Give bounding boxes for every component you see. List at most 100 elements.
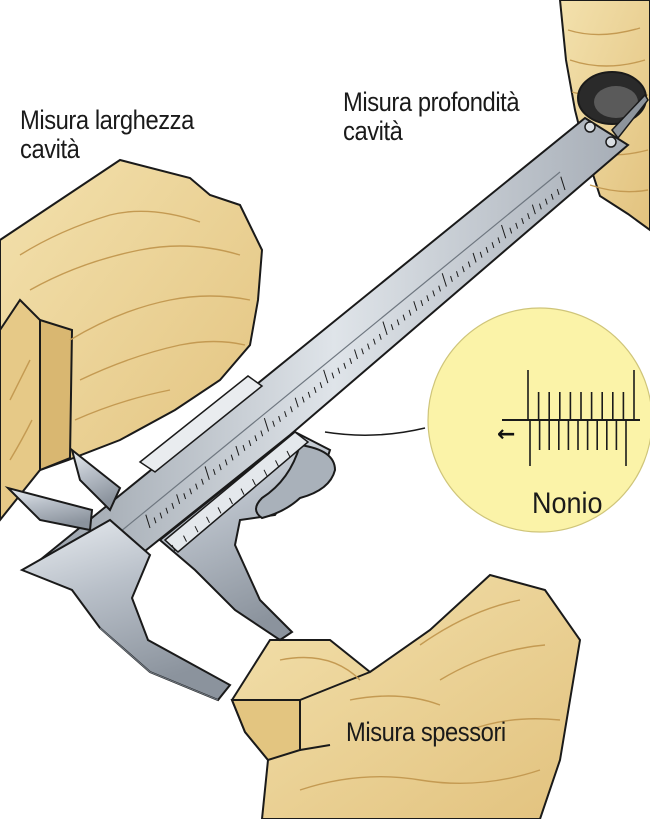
scale-tick bbox=[275, 460, 279, 467]
scale-tick bbox=[284, 411, 287, 418]
scale-tick bbox=[441, 273, 447, 287]
scale-tick bbox=[426, 295, 430, 302]
scale-tick bbox=[272, 420, 275, 427]
scale-tick bbox=[195, 483, 198, 490]
scale-tick bbox=[497, 237, 501, 244]
scale-tick bbox=[294, 397, 299, 408]
scale-tick bbox=[171, 544, 176, 552]
scale-tick bbox=[438, 285, 441, 292]
scale-tick bbox=[183, 493, 187, 500]
scale-tick bbox=[254, 435, 258, 442]
scale-tick bbox=[413, 301, 418, 311]
scale-tick bbox=[550, 193, 554, 200]
scale-tick bbox=[361, 348, 364, 355]
scale-tick bbox=[176, 494, 181, 505]
vernier-arrow-icon: ← bbox=[497, 422, 516, 447]
scale-tick bbox=[313, 386, 317, 393]
scale-tick bbox=[382, 321, 388, 336]
scale-tick bbox=[556, 188, 560, 195]
label-cavity-depth-line1: Misura profondità bbox=[343, 87, 520, 117]
scale-tick bbox=[331, 372, 335, 379]
width-wood-block bbox=[0, 158, 264, 522]
label-cavity-width-line2: cavità bbox=[20, 134, 80, 164]
scale-tick bbox=[373, 338, 376, 345]
scale-tick bbox=[539, 203, 542, 210]
scale-tick bbox=[204, 466, 210, 480]
scale-tick bbox=[390, 324, 394, 331]
vernier-scale-ticks bbox=[171, 450, 291, 552]
scale-tick bbox=[354, 349, 358, 360]
scale-tick bbox=[408, 309, 412, 316]
scale-tick bbox=[230, 454, 234, 461]
scale-tick bbox=[485, 246, 489, 253]
scale-tick bbox=[165, 507, 169, 514]
vernier-magnifier bbox=[324, 307, 650, 533]
scale-tick bbox=[212, 469, 216, 476]
label-cavity-depth-line2: cavità bbox=[343, 116, 403, 146]
scale-tick bbox=[171, 502, 175, 509]
scale-tick bbox=[252, 478, 256, 486]
scale-tick bbox=[396, 319, 400, 326]
scale-tick bbox=[206, 516, 210, 524]
scale-tick bbox=[531, 204, 536, 215]
label-vernier: Nonio bbox=[532, 487, 603, 520]
scale-tick bbox=[217, 507, 222, 514]
label-cavity-depth: Misura profondità cavità bbox=[343, 87, 520, 146]
scale-tick bbox=[260, 430, 264, 437]
scale-tick bbox=[263, 469, 268, 477]
scale-tick bbox=[501, 224, 507, 239]
scale-tick bbox=[263, 417, 270, 432]
scale-tick bbox=[515, 222, 519, 229]
scale-tick bbox=[278, 415, 281, 422]
scale-tick bbox=[145, 514, 151, 529]
scale-tick bbox=[560, 176, 566, 191]
scale-tick bbox=[286, 450, 291, 458]
scale-tick bbox=[349, 357, 353, 364]
scale-tick bbox=[402, 314, 406, 321]
scale-tick bbox=[240, 488, 245, 495]
scale-tick bbox=[467, 261, 471, 268]
scale-tick bbox=[218, 464, 222, 471]
magnifier-pointer bbox=[324, 427, 426, 436]
fixed-jaw bbox=[4, 447, 232, 702]
scale-tick bbox=[472, 252, 477, 263]
scale-tick bbox=[479, 251, 483, 258]
scale-tick bbox=[183, 535, 187, 542]
scale-tick bbox=[307, 391, 311, 398]
scale-tick bbox=[509, 227, 513, 234]
scale-tick bbox=[343, 362, 347, 369]
scale-tick bbox=[248, 440, 252, 447]
scale-tick bbox=[378, 333, 382, 340]
scale-tick bbox=[242, 444, 246, 451]
scale-tick bbox=[235, 445, 240, 456]
scale-tick bbox=[323, 369, 329, 384]
scale-tick bbox=[461, 266, 465, 273]
scale-tick bbox=[521, 217, 524, 224]
scale-tick bbox=[201, 478, 204, 485]
scale-tick bbox=[301, 396, 305, 403]
scale-tick bbox=[420, 300, 424, 307]
scale-tick bbox=[319, 382, 323, 389]
scale-tick bbox=[544, 198, 548, 205]
label-thickness: Misura spessori bbox=[346, 717, 506, 747]
scale-tick bbox=[527, 213, 530, 220]
scale-tick bbox=[491, 242, 495, 249]
thickness-wood-block bbox=[230, 573, 582, 819]
scale-tick bbox=[194, 525, 199, 533]
scale-tick bbox=[337, 367, 341, 374]
scale-tick bbox=[456, 271, 459, 278]
magnified-scale-ticks bbox=[527, 370, 635, 466]
beam-scale-ticks bbox=[145, 176, 566, 529]
label-cavity-width: Misura larghezza cavità bbox=[20, 106, 194, 164]
scale-tick bbox=[432, 290, 436, 297]
scale-tick bbox=[159, 512, 163, 519]
label-cavity-width-line1: Misura larghezza bbox=[20, 105, 194, 135]
scale-tick bbox=[290, 406, 293, 413]
scale-tick bbox=[153, 517, 157, 524]
sliding-jaw bbox=[138, 375, 337, 642]
scale-tick bbox=[224, 459, 228, 466]
scale-tick bbox=[229, 497, 233, 505]
scale-tick bbox=[450, 275, 453, 282]
